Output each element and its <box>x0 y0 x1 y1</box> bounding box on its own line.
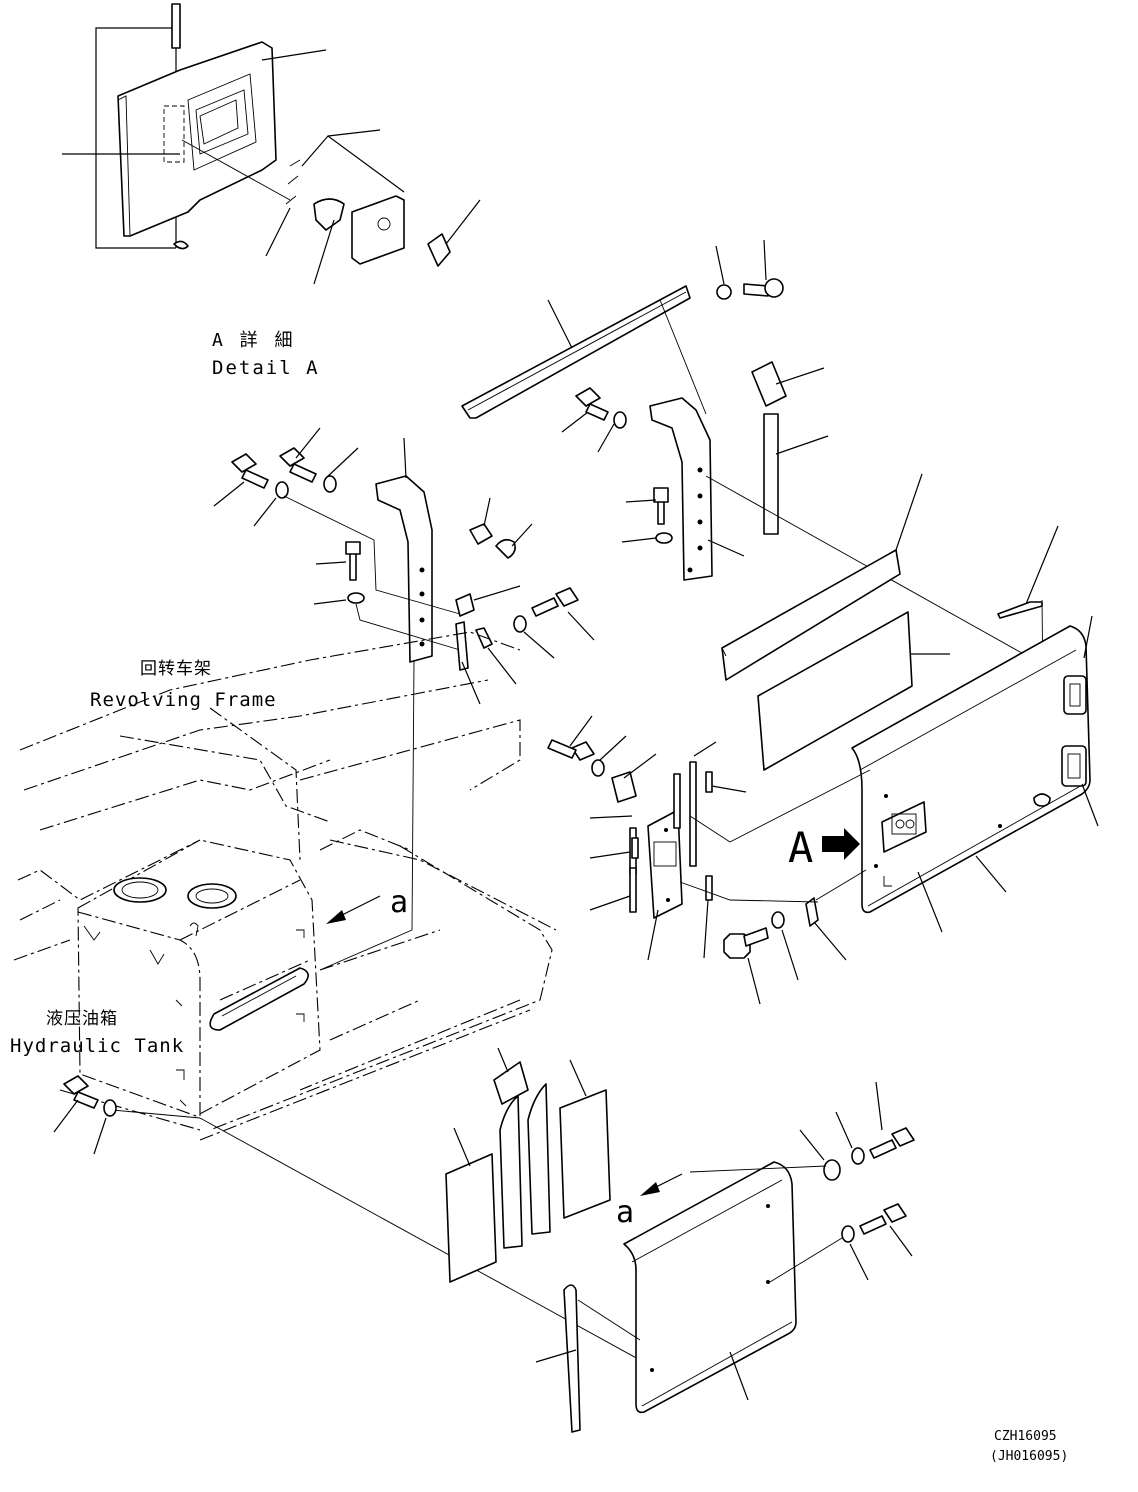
stopper-part <box>427 233 451 267</box>
washer-part-7 <box>513 615 527 633</box>
small-plate-part <box>611 771 637 803</box>
washer-part-4 <box>275 481 289 499</box>
frame-label-en: Revolving Frame <box>90 689 277 711</box>
clip-part <box>173 240 189 250</box>
bolt-head-part-10 <box>883 1203 907 1223</box>
bolt-head-part-2 <box>575 387 601 407</box>
bolt-head-part-3 <box>231 453 257 473</box>
latch-housing-part <box>117 41 277 237</box>
strip-part-5 <box>689 761 697 867</box>
long-pad-part <box>721 549 901 681</box>
bolt-head-part <box>764 278 784 298</box>
bolt-shank-part-4 <box>289 463 317 483</box>
detail-a-title-en: Detail A <box>212 357 320 379</box>
bolt-head-part-9 <box>891 1127 915 1147</box>
right-vertical-stay-part <box>649 397 713 581</box>
seal-strip-part-1 <box>499 1095 523 1249</box>
bolt-vertical-part <box>653 487 669 525</box>
bolt-head-part-4 <box>279 447 305 467</box>
detail-a-title-jp: A 詳 細 <box>212 330 296 351</box>
clip-block-part <box>455 593 475 617</box>
view-arrow-icon <box>822 828 860 860</box>
lower-door-part <box>623 1161 797 1414</box>
washer-part-13 <box>841 1225 855 1243</box>
tank-port-right <box>187 883 237 909</box>
strip-part-7 <box>705 875 713 901</box>
washer-part-5 <box>323 475 337 493</box>
ref-a-upper: a <box>390 885 408 920</box>
latch-window-part <box>881 801 927 853</box>
nut-plate-part <box>805 897 819 927</box>
bolt-shank-part-5 <box>531 597 559 617</box>
washer-part-12 <box>851 1147 865 1165</box>
centre-plate-group <box>547 715 871 961</box>
view-arrow-letter: A <box>788 823 813 872</box>
strip-part-4 <box>673 773 681 829</box>
pin-part <box>171 3 181 49</box>
handle-recess-upper <box>1063 675 1087 715</box>
washer-part-3 <box>655 532 673 544</box>
strip-part-3 <box>629 867 637 913</box>
bolt-shank-part-9 <box>869 1139 897 1159</box>
insulation-group <box>721 473 1059 781</box>
lower-pad-left <box>445 1153 497 1283</box>
bolt-shank-part-6 <box>743 927 769 947</box>
tank-label-en: Hydraulic Tank <box>10 1035 184 1057</box>
tank-label-jp: 液压油箱 <box>46 1009 118 1029</box>
knob-part <box>495 538 516 559</box>
handle-recess-lower <box>1061 745 1087 787</box>
strip-part-2 <box>631 837 639 859</box>
lower-door-group: a <box>445 1047 915 1433</box>
left-vertical-stay-part <box>375 475 433 663</box>
wide-pad-part <box>757 611 913 771</box>
bolt-head-part-8 <box>63 1075 89 1095</box>
washer-part-6 <box>347 592 365 604</box>
bolt-shank-part-8 <box>73 1091 99 1109</box>
spacer-bar-part <box>763 413 779 535</box>
bolt-vertical-part-2 <box>345 541 361 581</box>
bolt-shank-part-7 <box>547 739 577 759</box>
bolt-shank-part <box>743 283 769 297</box>
mount-plate-part <box>647 809 683 919</box>
washer-part-2 <box>613 411 627 429</box>
bolt-shank-part-2 <box>585 403 609 421</box>
drawing-number-alt: (JH016095) <box>990 1449 1068 1464</box>
striker-plate-part <box>351 195 405 265</box>
bolt-head-part-7 <box>571 741 595 761</box>
tank-sight-slot <box>209 967 309 1031</box>
bolt-shank-part-3 <box>241 469 269 489</box>
detail-a-group: A 詳 細 Detail A <box>62 3 481 379</box>
small-bracket-part <box>475 627 493 649</box>
strip-part-6 <box>705 771 713 793</box>
washer-part-8 <box>771 911 785 929</box>
frame-label-jp: 回转车架 <box>140 659 212 679</box>
nut-part <box>469 523 493 545</box>
right-door-group: A <box>723 615 1099 1005</box>
right-door-part <box>851 625 1091 914</box>
spacer-block-part <box>751 361 787 407</box>
bolt-head-part-6 <box>723 933 751 959</box>
top-cap-part <box>493 1061 529 1105</box>
latch-cam-part <box>313 198 345 231</box>
hydraulic-tank-outline <box>77 839 321 1117</box>
bolt-head-part-5 <box>555 587 579 607</box>
lower-pad-right <box>559 1089 611 1219</box>
revolving-frame-group: a 回转车架 Revolving Frame 液压油箱 Hydraulic Ta… <box>10 631 641 1361</box>
rod-part <box>997 601 1043 619</box>
washer-part-10 <box>103 1099 117 1117</box>
drawing-number: CZH16095 <box>994 1429 1057 1444</box>
edge-seal-part <box>563 1284 581 1433</box>
ref-a-lower: a <box>616 1195 634 1230</box>
seal-strip-part-2 <box>527 1083 551 1235</box>
washer-part-9 <box>591 759 605 777</box>
washer-part <box>716 284 732 300</box>
bolt-shank-part-10 <box>859 1215 887 1235</box>
upper-brackets-group <box>213 239 1071 931</box>
washer-part-11 <box>823 1159 841 1181</box>
lock-cylinder-part <box>1033 793 1051 807</box>
